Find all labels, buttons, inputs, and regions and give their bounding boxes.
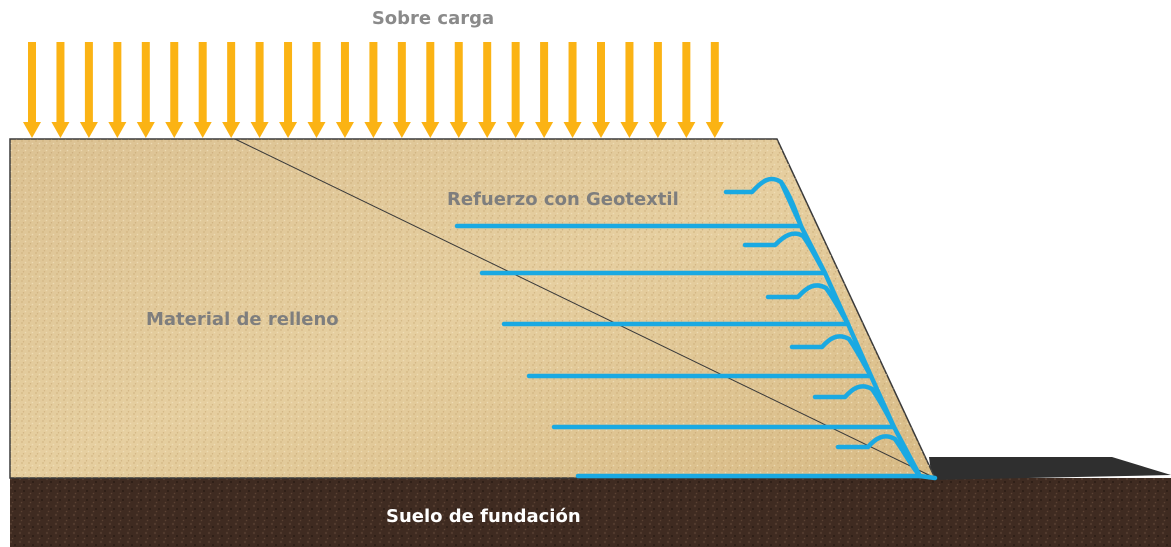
geotextile-facing xyxy=(778,179,938,481)
down-arrow-icon xyxy=(478,42,497,138)
down-arrow-icon xyxy=(307,42,326,138)
down-arrow-icon xyxy=(592,42,610,138)
geotextile-layers xyxy=(454,176,938,481)
down-arrow-icon xyxy=(222,42,241,138)
down-arrow-icon xyxy=(677,42,696,138)
down-arrow-icon xyxy=(193,42,212,138)
foundation-soil-texture xyxy=(10,478,1171,547)
toe-slab xyxy=(929,457,1171,480)
down-arrow-icon xyxy=(449,42,468,138)
down-arrow-icon xyxy=(620,42,639,138)
down-arrow-icon xyxy=(563,42,582,138)
surcharge-arrows xyxy=(23,42,724,138)
down-arrow-icon xyxy=(535,42,554,138)
geotextile-reinforcement-label: Refuerzo con Geotextil xyxy=(447,189,679,210)
down-arrow-icon xyxy=(79,42,98,138)
down-arrow-icon xyxy=(421,42,440,138)
down-arrow-icon xyxy=(335,42,354,138)
down-arrow-icon xyxy=(250,42,269,138)
down-arrow-icon xyxy=(165,42,184,138)
down-arrow-icon xyxy=(506,42,525,138)
foundation-soil-label: Suelo de fundación xyxy=(386,506,581,527)
failure-plane-line xyxy=(234,138,936,479)
down-arrow-icon xyxy=(392,42,411,138)
down-arrow-icon xyxy=(364,42,383,138)
surcharge-label: Sobre carga xyxy=(371,8,495,29)
down-arrow-icon xyxy=(279,42,298,138)
down-arrow-icon xyxy=(51,42,70,138)
down-arrow-icon xyxy=(23,42,41,138)
down-arrow-icon xyxy=(648,42,667,138)
fill-material-label: Material de relleno xyxy=(146,309,339,330)
down-arrow-icon xyxy=(108,42,127,138)
down-arrow-icon xyxy=(136,42,155,138)
down-arrow-icon xyxy=(705,42,724,138)
